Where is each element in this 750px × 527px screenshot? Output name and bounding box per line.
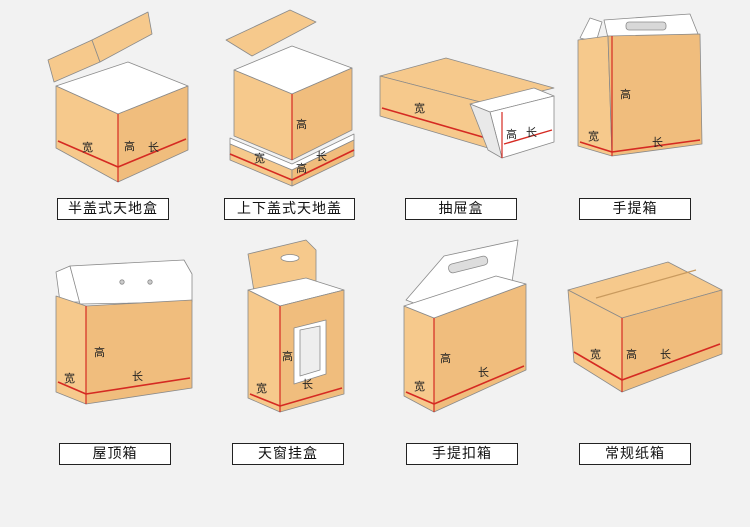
label-window-hang-box: 天窗挂盒 [232, 443, 344, 465]
width-mark: 宽 [256, 381, 267, 395]
length-mark: 长 [302, 378, 313, 391]
regular-carton-icon: 宽 高 长 [567, 261, 723, 393]
length-mark: 长 [652, 136, 663, 149]
height-mark: 高 [296, 117, 307, 131]
height-mark: 高 [94, 345, 105, 359]
width-mark: 宽 [82, 140, 93, 154]
width-mark: 宽 [588, 129, 599, 143]
length-mark: 长 [148, 141, 159, 154]
length-mark: 长 [478, 366, 489, 379]
width-mark: 宽 [254, 151, 265, 165]
width-mark: 宽 [590, 347, 601, 361]
length-mark: 长 [526, 126, 537, 139]
window-hang-box-icon: 高 宽 长 [247, 239, 345, 413]
length-mark: 长 [132, 370, 143, 383]
drawer-box-icon: 宽 高 长 [379, 57, 555, 159]
height-mark: 高 [440, 351, 451, 365]
height-mark: 高 [124, 139, 135, 153]
label-handle-box: 手提箱 [579, 198, 691, 220]
width-mark: 宽 [64, 371, 75, 385]
width-mark: 宽 [414, 101, 425, 115]
roof-box-icon: 高 宽 长 [55, 259, 193, 405]
label-lid-base-box: 上下盖式天地盖 [224, 198, 355, 220]
height-mark: 高 [620, 87, 631, 101]
label-roof-box: 屋顶箱 [59, 443, 171, 465]
lid-base-box-icon: 高 宽 高 长 [225, 9, 355, 187]
height-mark: 高 [282, 349, 293, 363]
half-lid-box-icon: 宽 高 长 [47, 11, 189, 183]
handle-box-icon: 高 宽 长 [577, 13, 703, 157]
label-drawer-box: 抽屉盒 [405, 198, 517, 220]
label-regular-carton: 常规纸箱 [579, 443, 691, 465]
buckle-box-icon: 高 宽 长 [403, 239, 527, 413]
length-mark: 长 [316, 150, 327, 163]
label-half-lid-box: 半盖式天地盒 [57, 198, 169, 220]
height-mark: 高 [626, 347, 637, 361]
height-mark: 高 [296, 161, 307, 175]
label-buckle-box: 手提扣箱 [406, 443, 518, 465]
width-mark: 宽 [414, 379, 425, 393]
height-mark: 高 [506, 127, 517, 141]
length-mark: 长 [660, 348, 671, 361]
